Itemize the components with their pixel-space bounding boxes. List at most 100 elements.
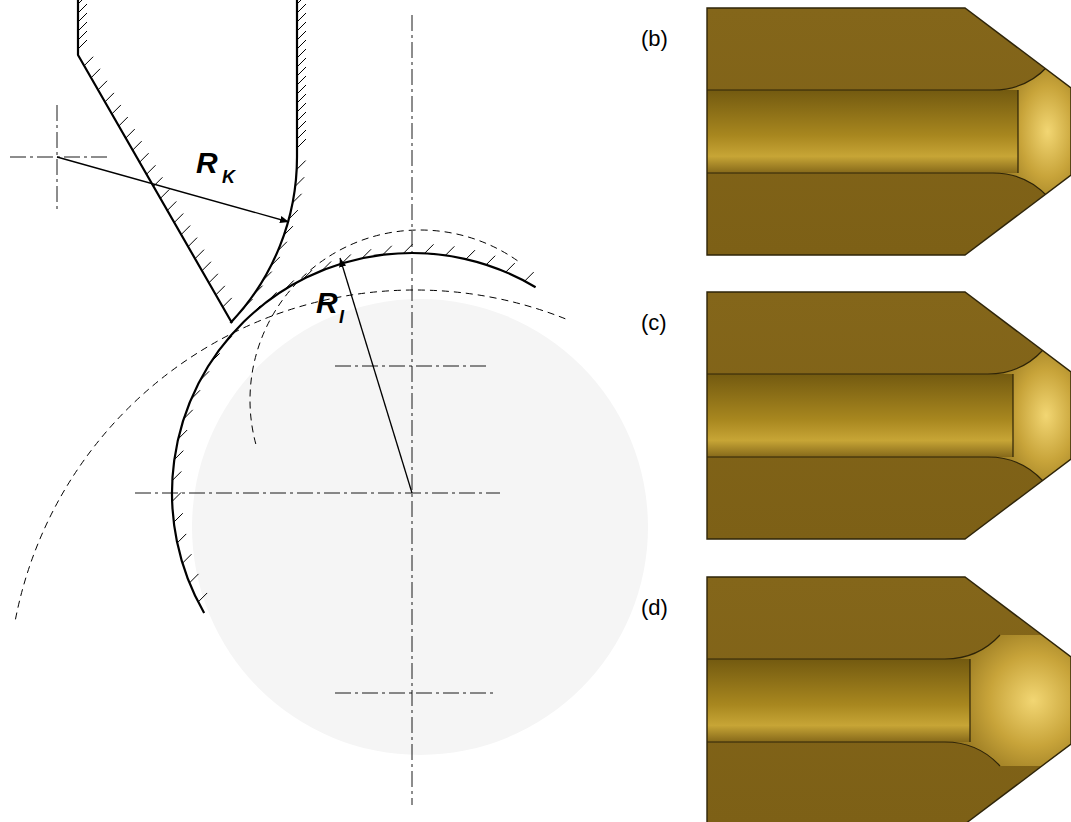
tool-contour	[78, 0, 297, 323]
hatch	[216, 286, 225, 295]
hatch	[271, 257, 280, 266]
hatch	[297, 103, 306, 112]
hatch	[297, 130, 306, 139]
hatch	[297, 0, 306, 4]
hatch	[209, 274, 218, 283]
hatch	[297, 112, 306, 121]
hatch	[295, 177, 304, 186]
radius-symbol: R	[196, 148, 218, 178]
hatch	[119, 117, 128, 126]
hatch	[174, 513, 183, 522]
hatch	[506, 263, 515, 272]
hatch	[178, 430, 187, 439]
hatch	[466, 250, 475, 259]
hatch	[200, 371, 209, 380]
hatch	[172, 471, 181, 480]
hatch	[105, 93, 114, 102]
tool-outline	[707, 8, 1071, 255]
tool-render	[707, 8, 1071, 255]
hatch	[202, 262, 211, 271]
hatch	[181, 226, 190, 235]
hatch	[297, 94, 306, 103]
hatch	[177, 534, 186, 543]
hatch	[322, 261, 331, 270]
hatch	[211, 353, 220, 362]
hatch	[284, 226, 293, 235]
hatch	[126, 129, 135, 138]
tool-drawing	[10, 0, 648, 805]
hatch	[189, 574, 198, 583]
hatch	[268, 292, 277, 301]
hatch	[297, 121, 306, 130]
hatch	[174, 214, 183, 223]
hatch	[223, 298, 232, 307]
hatch	[147, 165, 156, 174]
hatch	[297, 40, 306, 49]
hatch	[133, 141, 142, 150]
panel-label: (b)	[641, 28, 668, 50]
hatch	[78, 31, 87, 40]
hatch	[285, 280, 294, 289]
hatch	[84, 57, 93, 66]
hatch	[198, 593, 207, 602]
hatch	[425, 244, 434, 253]
hatch	[297, 58, 306, 67]
panel-label: (c)	[641, 312, 667, 334]
radius-arrow	[57, 157, 289, 222]
hatch	[254, 286, 263, 295]
hatch	[223, 336, 232, 345]
hatch	[289, 210, 298, 219]
hatch	[78, 13, 87, 22]
hatch	[191, 390, 200, 399]
hatch	[184, 410, 193, 419]
hatch	[244, 299, 253, 308]
hatch	[263, 272, 272, 281]
hatch	[486, 256, 495, 265]
dashed-arc	[15, 290, 567, 619]
hatch	[297, 85, 306, 94]
hatch	[160, 189, 169, 198]
hatch	[78, 22, 87, 31]
panel-label: (d)	[641, 597, 668, 619]
tool-render	[707, 292, 1071, 539]
hatch	[342, 254, 351, 263]
radius-subscript: K	[222, 168, 235, 186]
hatch	[174, 451, 183, 460]
hatch	[303, 270, 312, 279]
hatch	[195, 250, 204, 259]
hatch	[251, 306, 260, 315]
center-line	[135, 493, 500, 494]
hatch	[140, 153, 149, 162]
hatch	[278, 242, 287, 251]
hatch	[362, 249, 371, 258]
radius-subscript: I	[339, 308, 344, 326]
hatch	[167, 201, 176, 210]
radius-symbol: R	[316, 288, 338, 318]
workpiece-disk	[192, 299, 648, 755]
hatch	[404, 244, 413, 253]
hatch	[297, 4, 306, 13]
hatch	[112, 105, 121, 114]
hatch	[383, 246, 392, 255]
hatch	[297, 13, 306, 22]
tool-outline	[707, 292, 1071, 539]
hatch	[297, 76, 306, 85]
hatch	[525, 272, 534, 281]
hatch	[297, 49, 306, 58]
hatch	[182, 554, 191, 563]
hatch	[78, 4, 87, 13]
hatch	[98, 81, 107, 90]
center-line	[335, 366, 490, 367]
center-line	[335, 693, 495, 694]
hatch	[297, 31, 306, 40]
tool-render	[707, 577, 1071, 822]
hatch	[297, 67, 306, 76]
hatch	[297, 22, 306, 31]
tool-outline	[707, 577, 1071, 822]
hatch	[78, 0, 87, 4]
hatch	[91, 69, 100, 78]
hatch	[297, 139, 306, 148]
hatch	[172, 492, 181, 501]
